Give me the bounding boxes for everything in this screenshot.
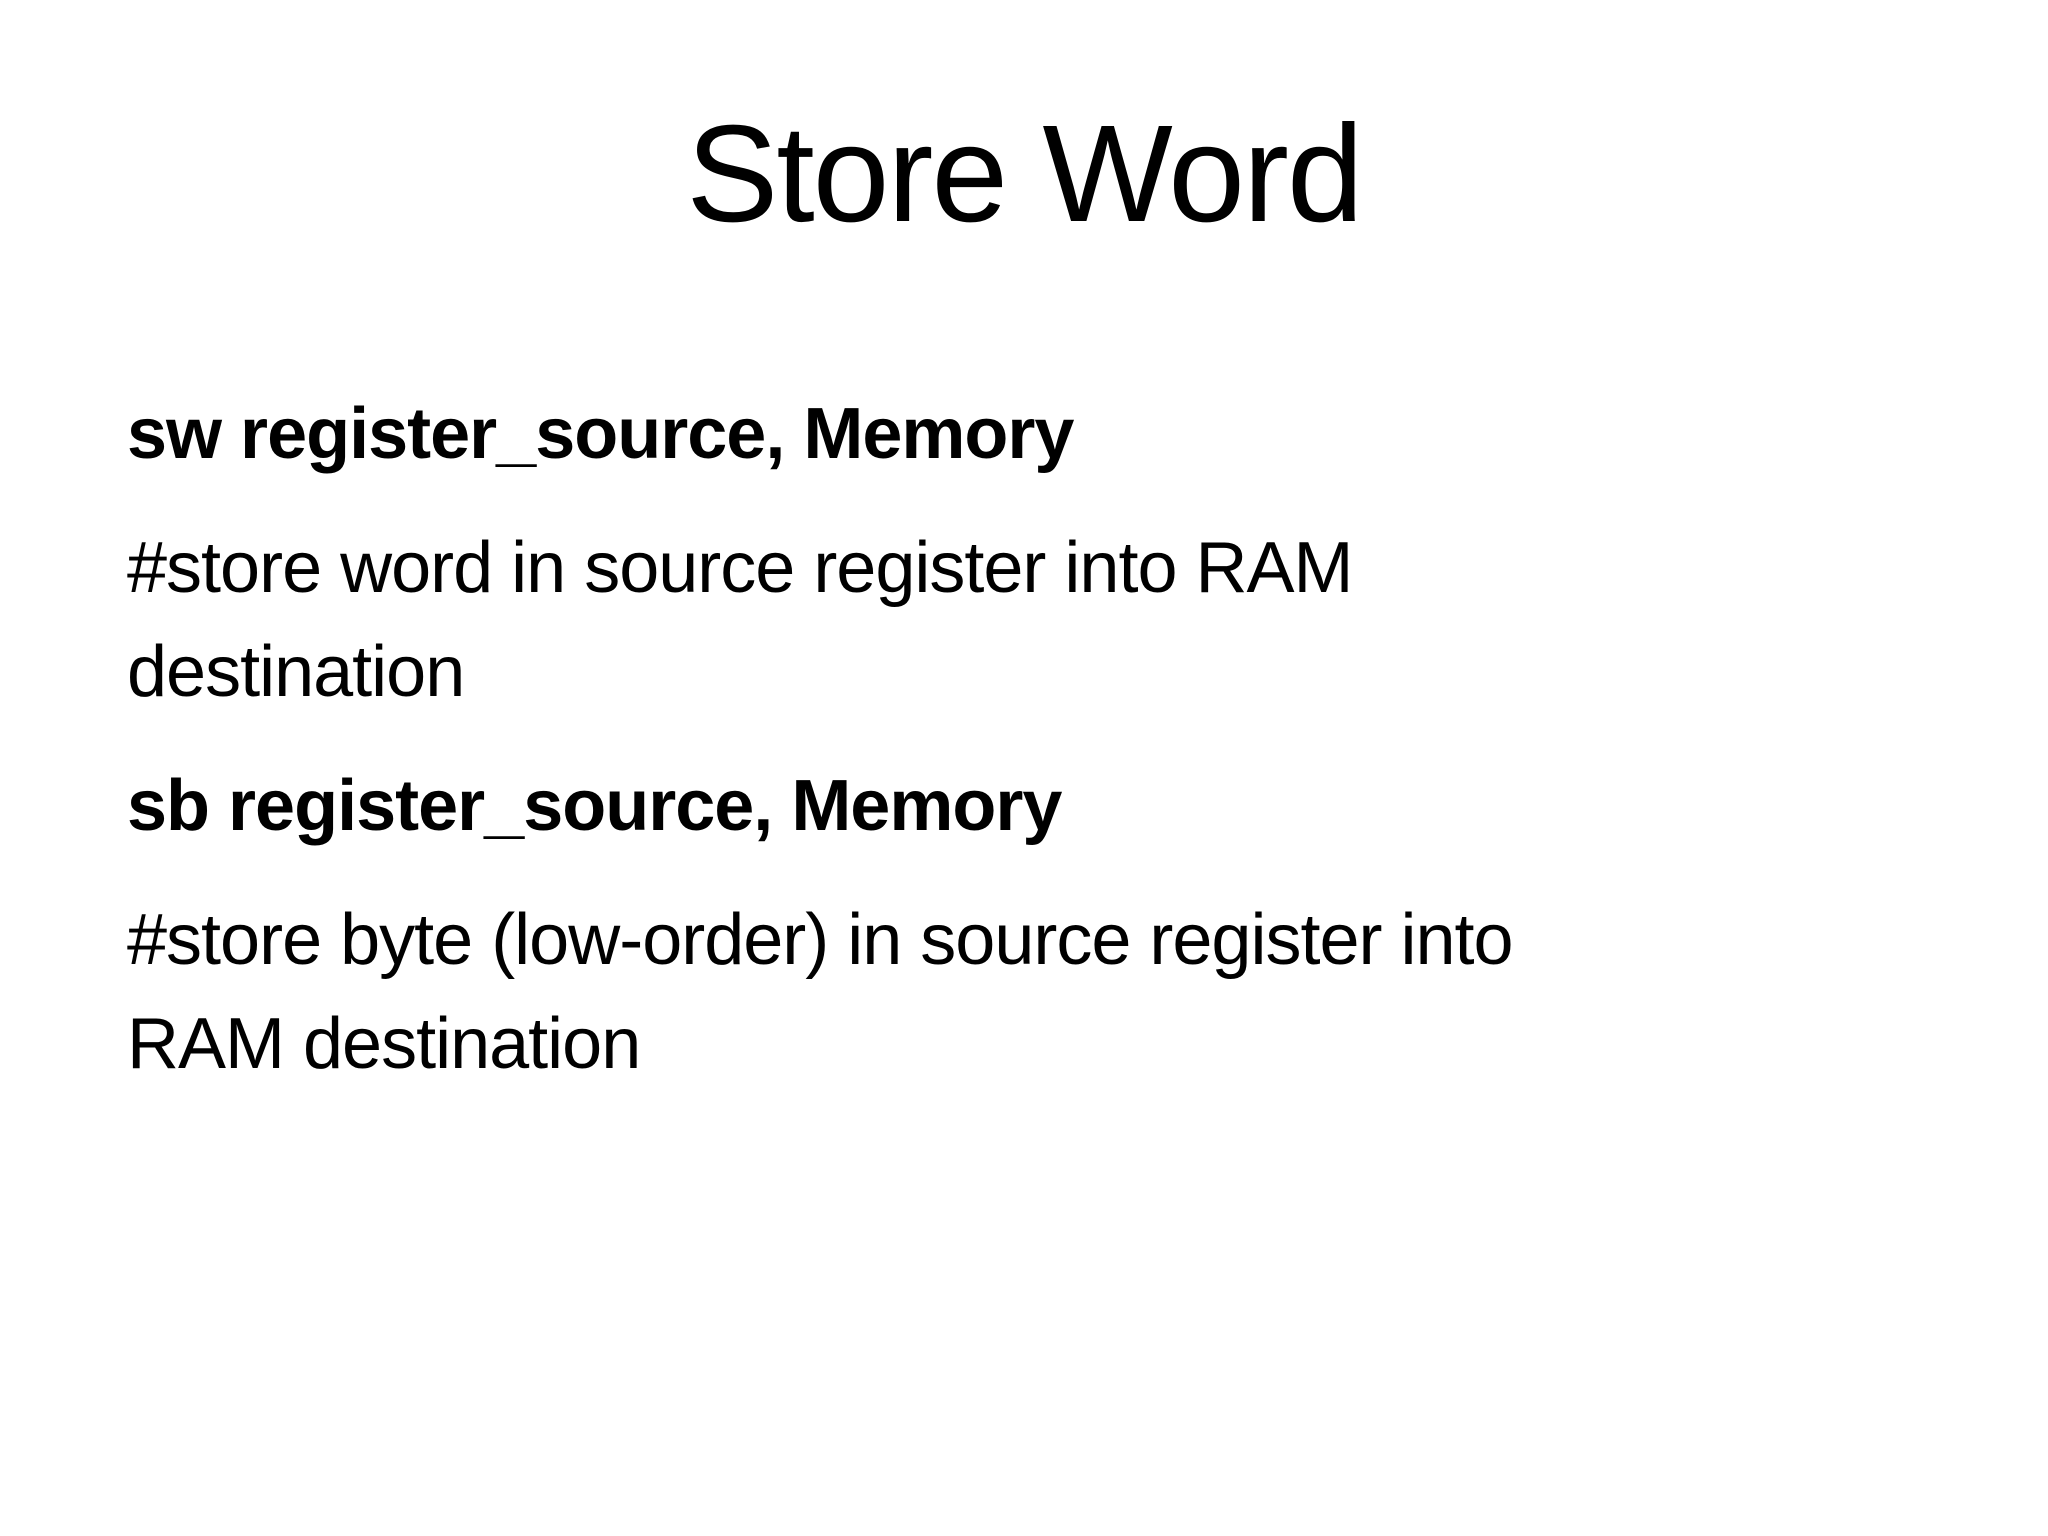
comment-sb-line-2: RAM destination xyxy=(127,1004,641,1084)
slide-title: Store Word xyxy=(686,97,1363,251)
comment-sw-line-1: #store word in source register into RAM xyxy=(127,528,1354,608)
instruction-sw-line: sw register_source, Memory xyxy=(127,394,1074,474)
slide-body: sw register_source, Memory #store word i… xyxy=(127,382,1968,1096)
comment-sb-line-1: #store byte (low-order) in source regist… xyxy=(127,900,1514,980)
instruction-sb-line: sb register_source, Memory xyxy=(127,766,1062,846)
comment-sw-line-2: destination xyxy=(127,632,465,712)
